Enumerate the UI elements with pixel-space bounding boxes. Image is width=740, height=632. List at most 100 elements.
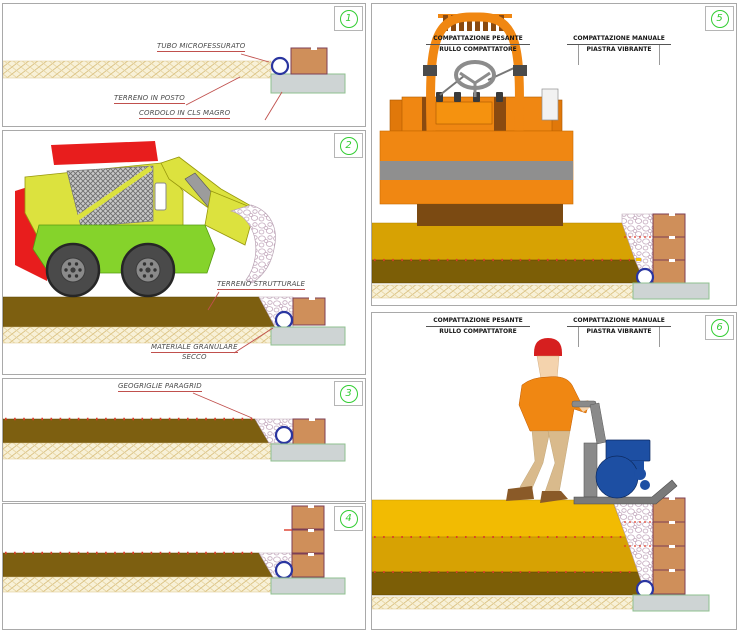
micro-slotted-pipe xyxy=(274,560,294,580)
micro-slotted-pipe xyxy=(274,310,294,330)
step-1-drawing xyxy=(3,47,346,121)
rops-clamp xyxy=(423,65,437,76)
panel-step-4: 4 xyxy=(2,503,366,630)
panel-step-1: TUBO MICROFESSURATO TERRENO IN POSTO COR… xyxy=(2,3,366,127)
micro-slotted-pipe xyxy=(270,56,290,76)
micro-slotted-pipe xyxy=(274,425,294,445)
joint-marker xyxy=(636,258,641,261)
loader-brace xyxy=(67,165,153,227)
compactor-handle-shaft xyxy=(589,402,607,445)
structural-soil-layer xyxy=(3,418,270,444)
control-knob xyxy=(496,92,503,102)
native-soil-layer xyxy=(3,442,272,460)
step-number-badge: 6 xyxy=(705,315,734,340)
kerb-brick xyxy=(290,47,328,75)
loader-rear-wheel xyxy=(45,242,101,298)
native-soil-layer xyxy=(372,284,635,299)
label-compattazione-pesante: COMPATTAZIONE PESANTE RULLO COMPATTATORE xyxy=(426,317,530,336)
panel-step-6: COMPATTAZIONE PESANTE RULLO COMPATTATORE… xyxy=(371,312,737,630)
label-compattazione-manuale: COMPATTAZIONE MANUALE PIASTRA VIBRANTE xyxy=(567,35,671,66)
native-soil-layer xyxy=(3,60,272,79)
step-number: 6 xyxy=(710,318,729,337)
step-number: 1 xyxy=(339,9,358,28)
step-number-badge: 5 xyxy=(705,6,734,31)
brick-notch xyxy=(309,297,315,300)
kerb-brick-stack xyxy=(652,213,686,284)
concrete-kerb-slab xyxy=(632,282,710,300)
leader-line xyxy=(233,327,274,354)
plate-compactor-illustration xyxy=(571,400,678,505)
hood-post xyxy=(494,97,506,131)
label-cordolo-cls-magro: CORDOLO IN CLS MAGRO xyxy=(139,109,231,120)
compacted-fill-layer xyxy=(372,536,639,573)
rops-slat xyxy=(467,15,472,31)
step-5-drawing xyxy=(372,12,710,300)
leader-line xyxy=(240,53,270,63)
label-compattazione-pesante: COMPATTAZIONE PESANTE RULLO COMPATTATORE xyxy=(426,35,530,54)
structural-soil-layer xyxy=(3,296,276,328)
worker-head xyxy=(536,355,560,380)
leader-line xyxy=(192,392,253,419)
top-fill-layer xyxy=(372,499,627,538)
hood-panel xyxy=(435,101,493,125)
kerb-brick-stack xyxy=(291,505,325,578)
kerb-brick xyxy=(292,297,326,326)
worker-front-leg xyxy=(544,430,571,494)
panel-step-5: COMPATTAZIONE PESANTE RULLO COMPATTATORE… xyxy=(371,3,737,306)
drum-gray-band xyxy=(380,161,573,180)
compactor-pulley xyxy=(640,480,650,490)
concrete-kerb-slab xyxy=(270,73,346,94)
label-geogriglie-paragrid: GEOGRIGLIE PARAGRID xyxy=(118,382,202,393)
worker-boot xyxy=(506,486,534,501)
native-soil-layer xyxy=(372,596,635,610)
leader-line xyxy=(185,76,241,106)
kerb-brick xyxy=(292,418,326,445)
step-number: 2 xyxy=(339,136,358,155)
concrete-kerb-slab xyxy=(270,443,346,462)
step-6-drawing xyxy=(372,338,710,612)
structural-soil-layer xyxy=(372,571,647,596)
label-compattazione-manuale: COMPATTAZIONE MANUALE PIASTRA VIBRANTE xyxy=(567,317,671,348)
worker-illustration xyxy=(506,338,593,503)
worker-cap xyxy=(534,338,562,356)
step-number-badge: 2 xyxy=(334,133,363,158)
leader-line xyxy=(264,91,283,121)
concrete-kerb-slab xyxy=(270,577,346,595)
structural-soil-layer xyxy=(372,259,646,284)
step-number: 3 xyxy=(339,384,358,403)
pouring-gravel-stream xyxy=(229,204,276,284)
skid-steer-loader-illustration xyxy=(15,141,276,298)
loader-handle xyxy=(154,182,167,211)
native-soil-layer xyxy=(3,576,272,593)
compactor-base-plate xyxy=(573,479,678,505)
roller-compactor-illustration xyxy=(379,12,574,226)
compactor-pulley xyxy=(634,468,646,480)
rops-slat xyxy=(459,15,464,31)
loader-front-wheel xyxy=(120,242,176,298)
rops-slat xyxy=(483,15,488,31)
worker-boot xyxy=(540,491,568,503)
step-number: 5 xyxy=(710,9,729,28)
label-terreno-strutturale: TERRENO STRUTTURALE xyxy=(217,280,306,291)
step-number: 4 xyxy=(339,509,358,528)
brick-notch xyxy=(309,418,315,421)
rops-slat xyxy=(475,15,480,31)
kerb-brick-stack xyxy=(652,497,686,595)
step-3-drawing xyxy=(3,392,346,462)
steering-column xyxy=(459,71,491,97)
compacted-fill-layer xyxy=(372,222,636,261)
drum-base xyxy=(417,204,563,226)
compactor-engine-block xyxy=(630,461,644,471)
label-terreno-in-posto: TERRENO IN POSTO xyxy=(114,94,185,105)
worker-back-leg xyxy=(519,430,551,492)
loader-red-roof xyxy=(51,141,158,165)
native-soil-layer xyxy=(3,326,272,344)
step-number-badge: 1 xyxy=(334,6,363,31)
air-filter-canister xyxy=(541,88,559,121)
brick-notch xyxy=(311,47,317,50)
step-4-drawing xyxy=(3,505,346,595)
step-2-drawing xyxy=(3,141,346,354)
